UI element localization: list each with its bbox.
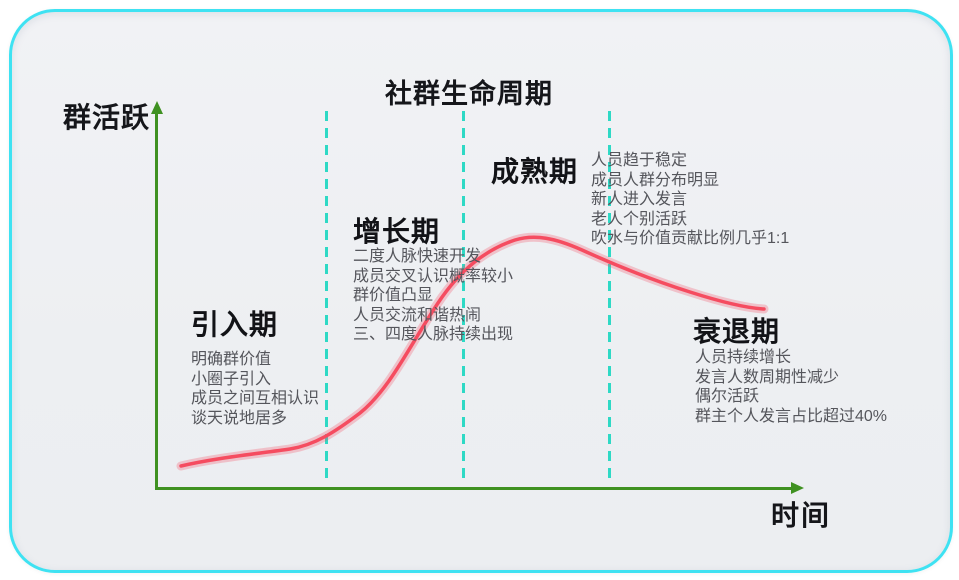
phase-point: 人员趋于稳定 bbox=[591, 152, 688, 169]
phase-point: 群主个人发言占比超过40% bbox=[695, 407, 888, 425]
phase-point: 偶尔活跃 bbox=[695, 388, 760, 405]
phase-point: 成员之间互相认识 bbox=[191, 390, 320, 407]
phase-title-decline: 衰退期 bbox=[693, 316, 781, 347]
phase-title-introduction: 引入期 bbox=[191, 309, 279, 340]
phase-points-growth: 二度人脉快速开发 成员交叉认识概率较小 群价值凸显 人员交流和谐热闹 三、四度人… bbox=[353, 247, 513, 345]
phase-point: 人员交流和谐热闹 bbox=[353, 306, 482, 324]
y-axis-line bbox=[155, 112, 158, 490]
phase-point: 成员交叉认识概率较小 bbox=[353, 267, 514, 285]
phase-points-maturity: 人员趋于稳定 成员人群分布明显 新人进入发言 老人个别活跃 吹水与价值贡献比例几… bbox=[591, 151, 789, 249]
phase-point: 谈天说地居多 bbox=[191, 409, 288, 427]
phase-title-growth: 增长期 bbox=[353, 216, 441, 247]
phase-point: 新人进入发言 bbox=[591, 191, 688, 208]
phase-point: 发言人数周期性减少 bbox=[695, 368, 840, 386]
x-axis-arrow-icon bbox=[791, 482, 804, 494]
x-axis-line bbox=[155, 487, 793, 490]
phase-point: 吹水与价值贡献比例几乎1:1 bbox=[591, 230, 790, 247]
phase-point: 明确群价值 bbox=[191, 351, 272, 368]
y-axis-arrow-icon bbox=[151, 101, 163, 114]
phase-points-decline: 人员持续增长 发言人数周期性减少 偶尔活跃 群主个人发言占比超过40% bbox=[695, 348, 887, 426]
x-axis-label: 时间 bbox=[771, 500, 832, 531]
phase-divider-1 bbox=[325, 111, 328, 482]
phase-point: 二度人脉快速开发 bbox=[353, 248, 482, 265]
phase-points-introduction: 明确群价值 小圈子引入 成员之间互相认识 谈天说地居多 bbox=[191, 350, 319, 428]
y-axis-label: 群活跃 bbox=[63, 102, 151, 133]
phase-point: 三、四度人脉持续出现 bbox=[353, 326, 514, 343]
chart-title: 社群生命周期 bbox=[385, 79, 553, 109]
phase-point: 群价值凸显 bbox=[353, 287, 434, 304]
phase-title-maturity: 成熟期 bbox=[491, 156, 579, 187]
phase-point: 人员持续增长 bbox=[695, 349, 792, 366]
phase-point: 成员人群分布明显 bbox=[591, 171, 720, 189]
phase-point: 老人个别活跃 bbox=[591, 210, 688, 228]
phase-point: 小圈子引入 bbox=[191, 370, 272, 388]
